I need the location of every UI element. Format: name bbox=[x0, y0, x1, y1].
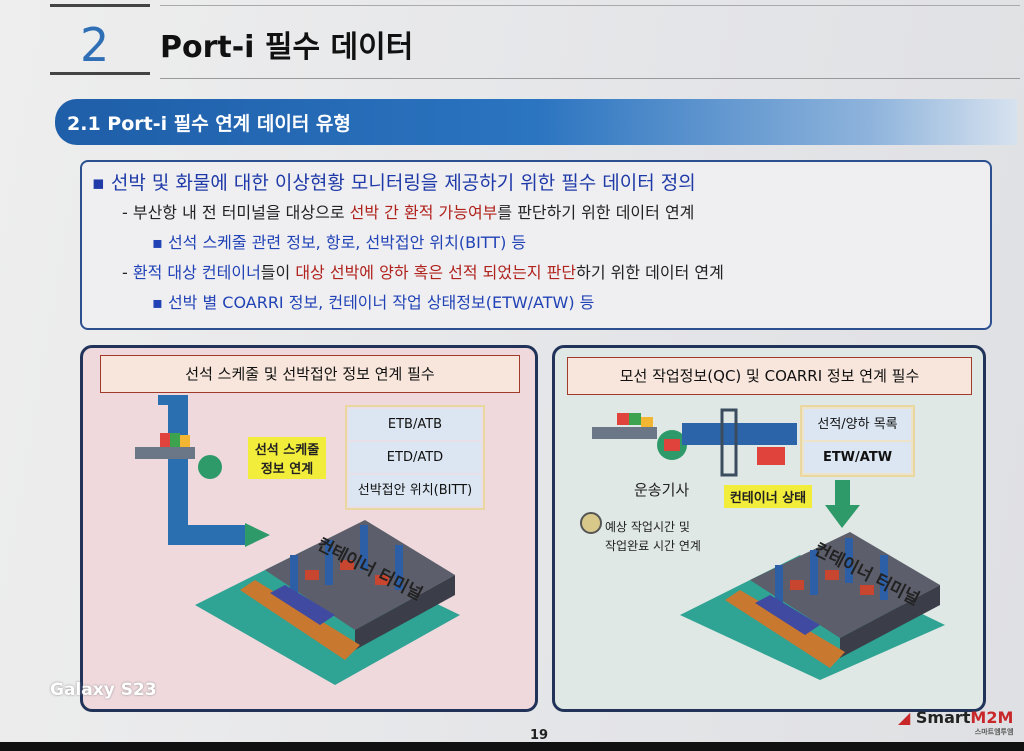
summary-item: - 환적 대상 컨테이너들이 대상 선박에 양하 혹은 선적 되었는지 판단하기… bbox=[122, 263, 724, 282]
right-info-table: 선적/양하 목록 ETW/ATW bbox=[800, 405, 915, 477]
crane-icon bbox=[720, 408, 738, 477]
logo-text: M2M bbox=[970, 708, 1014, 727]
divider bbox=[50, 4, 150, 7]
driver-label: 운송기사 bbox=[634, 481, 690, 499]
left-info-table: ETB/ATB ETD/ATD 선박접안 위치(BITT) bbox=[345, 405, 485, 510]
ship-flow-illustration bbox=[135, 395, 270, 547]
terminal-illustration bbox=[680, 532, 945, 680]
table-row: ETD/ATD bbox=[349, 442, 481, 473]
summary-subitem: ▪ 선박 별 COARRI 정보, 컨테이너 작업 상태정보(ETW/ATW) … bbox=[152, 293, 595, 312]
summary-box: ▪ 선박 및 화물에 대한 이상현황 모니터링을 제공하기 위한 필수 데이터 … bbox=[80, 160, 992, 330]
note-line: 작업완료 시간 연계 bbox=[605, 539, 701, 553]
table-row: 선적/양하 목록 bbox=[804, 409, 911, 440]
text: 를 판단하기 위한 데이터 연계 bbox=[497, 203, 695, 222]
text: 하기 위한 데이터 연계 bbox=[576, 263, 724, 282]
box-icon bbox=[580, 512, 602, 534]
text: 들이 bbox=[260, 263, 296, 282]
time-note: 예상 작업시간 및 작업완료 시간 연계 bbox=[605, 518, 701, 556]
ship-icon bbox=[592, 427, 657, 439]
ship-icon bbox=[135, 447, 195, 459]
subsection-banner: 2.1 Port-i 필수 연계 데이터 유형 bbox=[55, 99, 1017, 145]
page-title: Port-i 필수 데이터 bbox=[160, 30, 414, 65]
arrow-head-icon bbox=[245, 523, 270, 547]
flow-arrow bbox=[158, 395, 248, 545]
ship-icon bbox=[240, 580, 360, 660]
terminal-illustration bbox=[195, 520, 460, 685]
divider bbox=[50, 72, 150, 75]
highlight-text: 대상 선박에 양하 혹은 선적 되었는지 판단 bbox=[295, 263, 577, 282]
summary-main-text: 선박 및 화물에 대한 이상현황 모니터링을 제공하기 위한 필수 데이터 정의 bbox=[110, 172, 696, 194]
divider bbox=[160, 5, 1020, 6]
logo-text: Smart bbox=[915, 708, 971, 727]
logo-subtext: 스마트엠투엠 bbox=[974, 728, 1014, 736]
down-arrow-icon bbox=[825, 480, 860, 528]
container-status-label: 컨테이너 상태 bbox=[724, 485, 812, 508]
highlight-text: 선박 간 환적 가능여부 bbox=[349, 203, 498, 222]
camera-watermark: Galaxy S23 bbox=[50, 680, 157, 700]
right-panel-title: 모선 작업정보(QC) 및 COARRI 정보 연계 필수 bbox=[567, 357, 972, 395]
left-panel-title: 선석 스케줄 및 선박접안 정보 연계 필수 bbox=[100, 355, 520, 393]
note-line: 예상 작업시간 및 bbox=[605, 520, 690, 534]
ship-icon bbox=[725, 590, 845, 668]
crane-illustration bbox=[592, 408, 797, 477]
text: 부산항 내 전 터미널을 대상으로 bbox=[132, 203, 350, 222]
summary-main: ▪ 선박 및 화물에 대한 이상현황 모니터링을 제공하기 위한 필수 데이터 … bbox=[92, 172, 696, 194]
divider bbox=[160, 78, 1020, 79]
container-icon bbox=[664, 439, 680, 451]
text: 환적 대상 컨테이너 bbox=[132, 263, 261, 282]
section-number: 2 bbox=[80, 18, 110, 72]
schedule-label: 선석 스케줄 정보 연계 bbox=[248, 437, 326, 479]
summary-subitem: ▪ 선석 스케줄 관련 정보, 항로, 선박접안 위치(BITT) 등 bbox=[152, 233, 527, 252]
screen-bezel bbox=[0, 742, 1024, 751]
text: 선석 스케줄 관련 정보, 항로, 선박접안 위치(BITT) 등 bbox=[167, 233, 527, 252]
table-row: ETB/ATB bbox=[349, 409, 481, 440]
table-row: 선박접안 위치(BITT) bbox=[349, 475, 481, 506]
table-row: ETW/ATW bbox=[804, 442, 911, 473]
page-number: 19 bbox=[530, 728, 549, 743]
summary-item: - 부산항 내 전 터미널을 대상으로 선박 간 환적 가능여부를 판단하기 위… bbox=[122, 203, 695, 222]
monitor-icon bbox=[198, 455, 222, 479]
text: 선박 별 COARRI 정보, 컨테이너 작업 상태정보(ETW/ATW) 등 bbox=[167, 293, 595, 312]
